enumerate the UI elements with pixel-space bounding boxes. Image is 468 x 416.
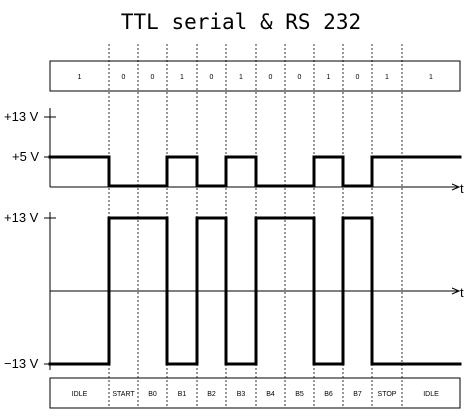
segment-label-cell: IDLE [423,391,439,398]
bit-value-cell: 0 [269,74,273,81]
segment-label-cell: B0 [148,391,157,398]
rs232-axes: +13 V −13 V t [4,210,464,371]
bit-value-cell: 0 [298,74,302,81]
ttl-label-13v: +13 V [4,109,39,124]
segment-label-cell: STOP [378,391,397,398]
bit-value-cells: 1 0 0 1 0 1 0 0 1 0 1 1 [78,74,434,81]
ttl-label-5v: +5 V [12,149,39,164]
segment-label-cells: IDLE START B0 B1 B2 B3 B4 B5 B6 B7 STOP IDLE [72,391,439,398]
ttl-time-label: t [460,181,464,196]
rs232-time-label: t [460,285,464,300]
segment-label-cell: B4 [266,391,275,398]
rs232-time-arrow [451,287,461,295]
bit-row-box [49,60,461,92]
ttl-time-arrow [451,183,461,191]
rs232-signal-waveform [48,216,462,366]
ttl-signal-waveform [48,155,462,188]
bit-value-cell: 0 [210,74,214,81]
segment-label-cell: B1 [178,391,187,398]
bit-value-cell: 1 [180,74,184,81]
bit-value-cell: 1 [78,74,82,81]
diagram-title: TTL serial & RS 232 [121,10,361,34]
segment-label-cell: B2 [207,391,216,398]
segment-row-box [49,377,461,409]
bit-value-cell: 0 [151,74,155,81]
segment-label-cell: IDLE [72,391,88,398]
bit-value-cell: 1 [239,74,243,81]
rs232-label-plus13v: +13 V [4,210,39,225]
segment-label-cell: START [112,391,135,398]
segment-label-cell: B5 [295,391,304,398]
bit-value-cell: 0 [122,74,126,81]
rs232-label-minus13v: −13 V [4,356,39,371]
bit-value-cell: 1 [327,74,331,81]
bit-value-cell: 0 [356,74,360,81]
ttl-axes: +13 V +5 V t [4,108,464,196]
segment-label-cell: B6 [324,391,333,398]
bit-value-cell: 1 [385,74,389,81]
segment-label-cell: B7 [353,391,362,398]
bit-value-cell: 1 [429,74,433,81]
segment-label-cell: B3 [237,391,246,398]
